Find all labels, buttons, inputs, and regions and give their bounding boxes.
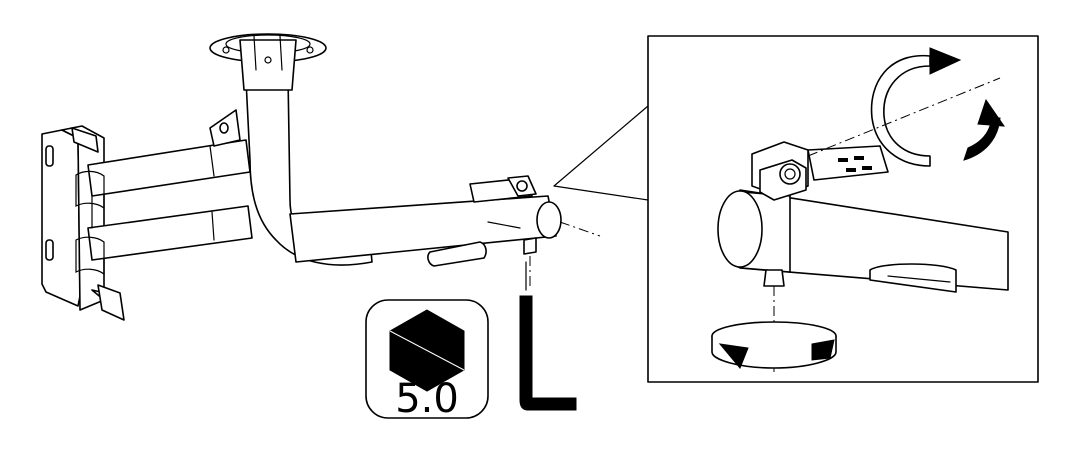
hex-socket-icon — [389, 309, 465, 392]
rotate-arrow-bottom-icon — [711, 321, 837, 369]
detail-bracket — [751, 141, 889, 201]
wall-mount-bracket — [41, 33, 601, 321]
rotate-arrow-top-icon — [807, 47, 1006, 167]
wall-plate — [41, 125, 125, 321]
zoom-detail-panel — [647, 35, 1039, 383]
detail-tube — [717, 189, 1009, 293]
allen-key-icon — [519, 261, 577, 411]
extension-arm — [289, 175, 601, 290]
hex-key-size-label: 5.0 — [395, 376, 459, 422]
ceiling-flange — [209, 33, 327, 91]
hex-key-badge: 5.0 — [365, 299, 489, 422]
callout-pointer — [553, 105, 649, 201]
horizontal-arm — [75, 139, 253, 276]
